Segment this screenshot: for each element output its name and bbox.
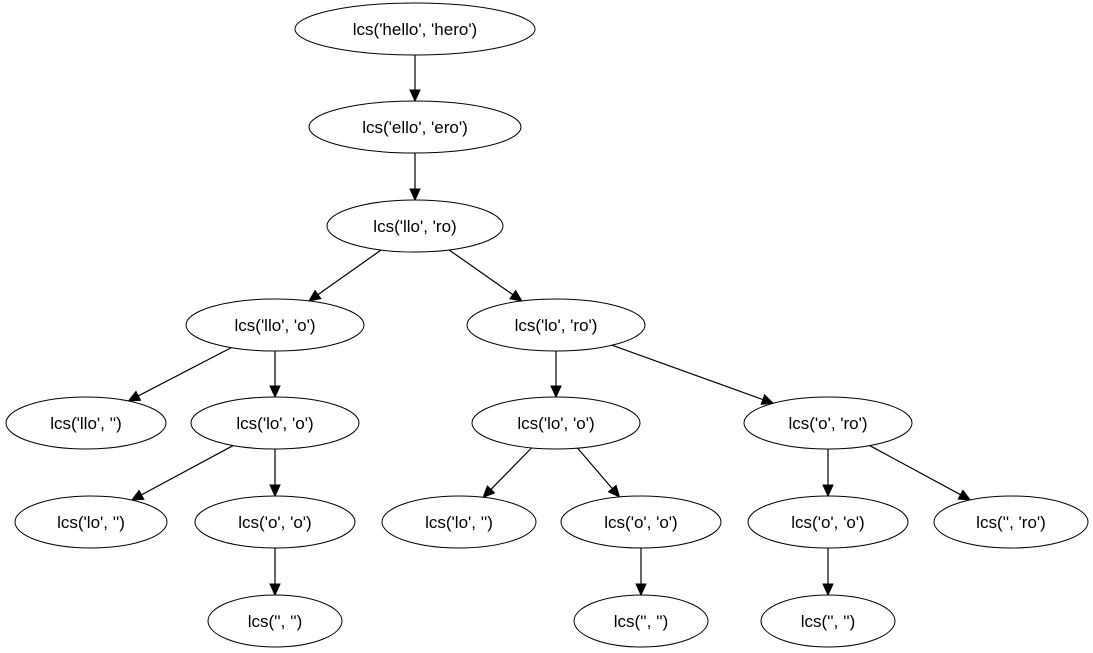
node-label: lcs('llo', '') — [50, 414, 122, 433]
tree-node-n12: lcs('lo', '') — [381, 495, 537, 549]
tree-node-n18: lcs('', '') — [760, 594, 896, 648]
tree-node-n6: lcs('llo', '') — [5, 396, 167, 450]
tree-node-n3: lcs('llo', 'ro) — [326, 199, 504, 253]
edge-n4-to-n6 — [127, 347, 232, 402]
node-label: lcs('o', 'o') — [791, 513, 864, 532]
node-ellipse — [933, 495, 1089, 549]
node-label: lcs('o', 'o') — [604, 513, 677, 532]
edge-line — [317, 249, 382, 296]
edge-line — [577, 447, 613, 490]
tree-node-n13: lcs('o', 'o') — [560, 495, 722, 549]
arrowhead-icon — [482, 485, 496, 499]
arrowhead-icon — [607, 484, 621, 498]
edges-layer — [127, 55, 972, 597]
arrowhead-icon — [127, 390, 142, 402]
tree-node-n16: lcs('', '') — [207, 594, 343, 648]
edge-n5-to-n8 — [550, 351, 562, 399]
edge-n9-to-n14 — [822, 449, 834, 498]
node-ellipse — [747, 495, 909, 549]
edge-n9-to-n15 — [869, 445, 972, 501]
edge-n13-to-n17 — [635, 548, 647, 597]
tree-node-n2: lcs('ello', 'ero') — [308, 100, 522, 154]
node-label: lcs('llo', 'o') — [235, 316, 316, 335]
node-label: lcs('', '') — [248, 612, 303, 631]
edge-line — [869, 445, 961, 496]
edge-line — [490, 447, 533, 490]
node-ellipse — [560, 495, 722, 549]
nodes-layer: lcs('hello', 'hero') lcs('ello', 'ero') lc… — [5, 2, 1089, 648]
node-ellipse — [471, 396, 641, 450]
arrowhead-icon — [957, 489, 972, 501]
arrowhead-icon — [635, 583, 647, 597]
node-ellipse — [5, 396, 167, 450]
arrowhead-icon — [409, 89, 421, 103]
arrowhead-icon — [550, 385, 562, 399]
edge-line — [611, 344, 764, 401]
edge-n3-to-n5 — [448, 249, 523, 302]
tree-node-n1: lcs('hello', 'hero') — [294, 2, 536, 56]
arrowhead-icon — [269, 385, 281, 399]
tree-node-n7: lcs('lo', 'o') — [190, 396, 360, 450]
arrowhead-icon — [130, 489, 145, 501]
node-ellipse — [573, 594, 709, 648]
edge-n14-to-n18 — [822, 548, 834, 597]
node-ellipse — [743, 396, 913, 450]
node-ellipse — [326, 199, 504, 253]
node-ellipse — [185, 298, 365, 352]
arrowhead-icon — [409, 188, 421, 202]
tree-node-n4: lcs('llo', 'o') — [185, 298, 365, 352]
edge-n7-to-n10 — [130, 445, 234, 501]
tree-node-n11: lcs('o', 'o') — [194, 495, 356, 549]
arrowhead-icon — [822, 583, 834, 597]
node-ellipse — [308, 100, 522, 154]
edge-n4-to-n7 — [269, 351, 281, 399]
node-ellipse — [194, 495, 356, 549]
node-ellipse — [760, 594, 896, 648]
edge-n3-to-n4 — [307, 249, 382, 302]
node-label: lcs('lo', 'o') — [517, 414, 594, 433]
tree-node-n14: lcs('o', 'o') — [747, 495, 909, 549]
tree-node-n17: lcs('', '') — [573, 594, 709, 648]
node-label: lcs('o', 'ro') — [788, 414, 867, 433]
tree-node-n10: lcs('lo', '') — [14, 495, 168, 549]
arrowhead-icon — [822, 484, 834, 498]
arrowhead-icon — [760, 393, 775, 405]
edge-n2-to-n3 — [409, 153, 421, 202]
tree-node-n15: lcs('', 'ro') — [933, 495, 1089, 549]
tree-node-n9: lcs('o', 'ro') — [743, 396, 913, 450]
arrowhead-icon — [269, 484, 281, 498]
arrowhead-icon — [307, 289, 322, 302]
edge-n11-to-n16 — [269, 548, 281, 597]
node-label: lcs('ello', 'ero') — [362, 118, 468, 137]
node-label: lcs('', '') — [801, 612, 856, 631]
node-label: lcs('hello', 'hero') — [353, 20, 477, 39]
edge-line — [448, 249, 514, 296]
node-label: lcs('lo', '') — [57, 513, 125, 532]
edge-n8-to-n13 — [577, 447, 621, 498]
node-label: lcs('lo', '') — [425, 513, 493, 532]
node-ellipse — [14, 495, 168, 549]
edge-n7-to-n11 — [269, 449, 281, 498]
node-label: lcs('lo', 'o') — [236, 414, 313, 433]
node-ellipse — [466, 298, 646, 352]
node-label: lcs('lo', 'ro') — [515, 316, 598, 335]
node-ellipse — [207, 594, 343, 648]
node-label: lcs('', '') — [614, 612, 669, 631]
node-ellipse — [190, 396, 360, 450]
arrowhead-icon — [269, 583, 281, 597]
tree-node-n8: lcs('lo', 'o') — [471, 396, 641, 450]
edge-n8-to-n12 — [482, 447, 533, 499]
edge-line — [141, 445, 234, 496]
node-label: lcs('llo', 'ro) — [373, 217, 456, 236]
node-label: lcs('o', 'o') — [238, 513, 311, 532]
edge-line — [137, 347, 232, 397]
node-label: lcs('', 'ro') — [976, 513, 1046, 532]
edge-n5-to-n9 — [611, 344, 775, 405]
tree-node-n5: lcs('lo', 'ro') — [466, 298, 646, 352]
node-ellipse — [294, 2, 536, 56]
arrowhead-icon — [509, 289, 523, 302]
node-ellipse — [381, 495, 537, 549]
edge-n1-to-n2 — [409, 55, 421, 103]
